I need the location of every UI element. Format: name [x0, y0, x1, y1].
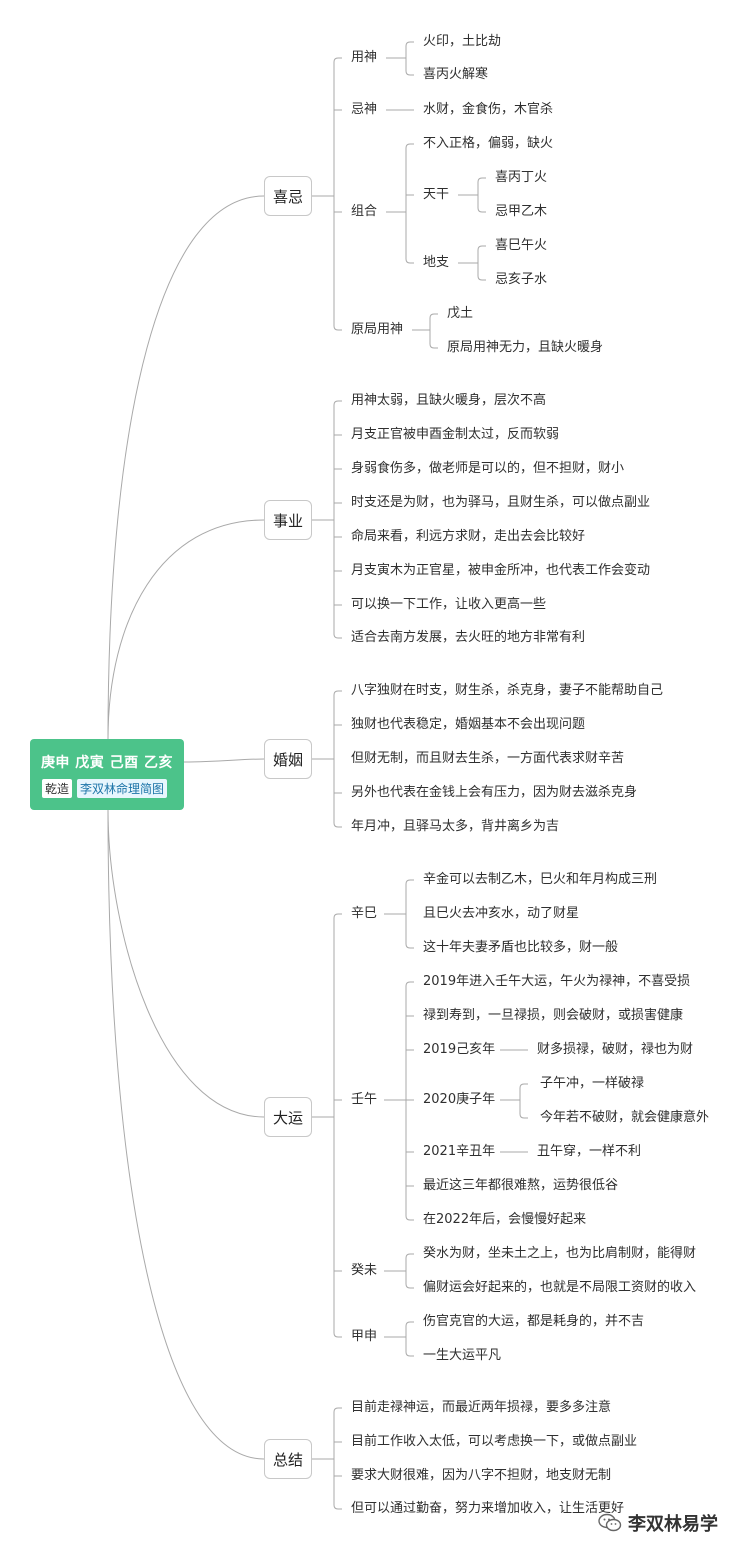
node-tiangan-2[interactable]: 忌甲乙木: [495, 204, 548, 219]
shiye-item[interactable]: 月支寅木为正官星，被申金所冲，也代表工作会变动: [351, 563, 651, 578]
node-jiashen[interactable]: 甲申: [351, 1329, 378, 1344]
shiye-item[interactable]: 适合去南方发展，去火旺的地方非常有利: [351, 630, 586, 645]
watermark: 李双林易学: [598, 1510, 718, 1536]
node-yongshen[interactable]: 用神: [351, 50, 378, 65]
root-node[interactable]: 庚申 戊寅 己酉 乙亥 乾造 李双林命理简图: [30, 739, 184, 810]
root-title: 庚申 戊寅 己酉 乙亥: [40, 755, 174, 771]
shiye-item[interactable]: 月支正官被申酉金制太过，反而软弱: [351, 427, 560, 442]
node-xinsi[interactable]: 辛巳: [351, 906, 378, 921]
shiye-item[interactable]: 命局来看，利远方求财，走出去会比较好: [351, 529, 586, 544]
node-2021[interactable]: 2021辛丑年: [423, 1144, 496, 1159]
node-2020-1[interactable]: 子午冲，一样破禄: [540, 1076, 645, 1091]
renwu-item[interactable]: 在2022年后，会慢慢好起来: [423, 1212, 587, 1227]
root-tag-gender: 乾造: [42, 779, 73, 798]
node-tiangan[interactable]: 天干: [423, 187, 450, 202]
zongjie-item[interactable]: 但可以通过勤奋，努力来增加收入，让生活更好: [351, 1501, 625, 1516]
zongjie-item[interactable]: 目前工作收入太低，可以考虑换一下，或做点副业: [351, 1434, 638, 1449]
node-jishen[interactable]: 忌神: [351, 102, 378, 117]
node-dizhi[interactable]: 地支: [423, 255, 450, 270]
node-renwu[interactable]: 壬午: [351, 1092, 378, 1107]
jiashen-item[interactable]: 一生大运平凡: [423, 1348, 502, 1363]
node-yuanju-2[interactable]: 原局用神无力，且缺火暖身: [447, 340, 604, 355]
root-tag-source: 李双林命理简图: [77, 779, 168, 798]
node-zuhe-1[interactable]: 不入正格，偏弱，缺火: [423, 136, 554, 151]
node-yongshen-2[interactable]: 喜丙火解寒: [423, 67, 489, 82]
node-zuhe[interactable]: 组合: [351, 204, 378, 219]
node-2020-2[interactable]: 今年若不破财，就会健康意外: [540, 1110, 710, 1125]
shiye-item[interactable]: 身弱食伤多，做老师是可以的，但不担财，财小: [351, 461, 625, 476]
guiwei-item[interactable]: 偏财运会好起来的，也就是不局限工资财的收入: [423, 1280, 697, 1295]
jiashen-item[interactable]: 伤官克官的大运，都是耗身的，并不吉: [423, 1314, 645, 1329]
wechat-icon: [598, 1513, 622, 1532]
category-dayun[interactable]: 大运: [264, 1097, 312, 1137]
node-2019[interactable]: 2019己亥年: [423, 1042, 496, 1057]
category-hunyin[interactable]: 婚姻: [264, 739, 312, 779]
category-zongjie[interactable]: 总结: [264, 1439, 312, 1479]
node-dizhi-2[interactable]: 忌亥子水: [495, 272, 548, 287]
node-guiwei[interactable]: 癸未: [351, 1263, 378, 1278]
renwu-item[interactable]: 2019年进入壬午大运，午火为禄神，不喜受损: [423, 974, 691, 989]
node-jishen-1[interactable]: 水财，金食伤，木官杀: [423, 102, 554, 117]
hunyin-item[interactable]: 另外也代表在金钱上会有压力，因为财去滋杀克身: [351, 785, 638, 800]
xinsi-item[interactable]: 且巳火去冲亥水，动了财星: [423, 906, 580, 921]
category-shiye[interactable]: 事业: [264, 500, 312, 540]
node-2020[interactable]: 2020庚子年: [423, 1092, 496, 1107]
node-dizhi-1[interactable]: 喜巳午火: [495, 238, 548, 253]
zongjie-item[interactable]: 目前走禄神运，而最近两年损禄，要多多注意: [351, 1400, 612, 1415]
hunyin-item[interactable]: 年月冲，且驿马太多，背井离乡为吉: [351, 819, 560, 834]
hunyin-item[interactable]: 独财也代表稳定，婚姻基本不会出现问题: [351, 717, 586, 732]
hunyin-item[interactable]: 八字独财在时支，财生杀，杀克身，妻子不能帮助自己: [351, 683, 664, 698]
zongjie-item[interactable]: 要求大财很难，因为八字不担财，地支财无制: [351, 1468, 612, 1483]
shiye-item[interactable]: 时支还是为财，也为驿马，且财生杀，可以做点副业: [351, 495, 651, 510]
node-2019-1[interactable]: 财多损禄，破财，禄也为财: [537, 1042, 694, 1057]
node-yongshen-1[interactable]: 火印，土比劫: [423, 34, 502, 49]
shiye-item[interactable]: 可以换一下工作，让收入更高一些: [351, 597, 547, 612]
watermark-label: 李双林易学: [628, 1514, 718, 1535]
hunyin-item[interactable]: 但财无制，而且财去生杀，一方面代表求财辛苦: [351, 751, 625, 766]
shiye-item[interactable]: 用神太弱，且缺火暖身，层次不高: [351, 393, 547, 408]
renwu-item[interactable]: 最近这三年都很难熬，运势很低谷: [423, 1178, 619, 1193]
xinsi-item[interactable]: 这十年夫妻矛盾也比较多，财一般: [423, 940, 619, 955]
node-2021-1[interactable]: 丑午穿，一样不利: [537, 1144, 642, 1159]
category-xiji[interactable]: 喜忌: [264, 176, 312, 216]
node-tiangan-1[interactable]: 喜丙丁火: [495, 170, 548, 185]
guiwei-item[interactable]: 癸水为财，坐未土之上，也为比肩制财，能得财: [423, 1246, 697, 1261]
renwu-item[interactable]: 禄到寿到，一旦禄损，则会破财，或损害健康: [423, 1008, 684, 1023]
xinsi-item[interactable]: 辛金可以去制乙木，巳火和年月构成三刑: [423, 872, 658, 887]
node-yuanju-1[interactable]: 戊土: [447, 306, 474, 321]
node-yuanju[interactable]: 原局用神: [351, 322, 404, 337]
